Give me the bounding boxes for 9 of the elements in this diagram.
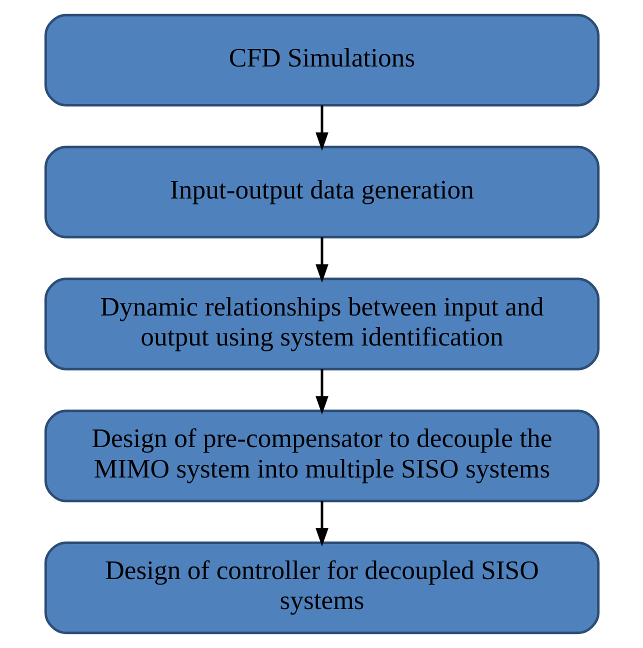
node-box: Dynamic relationships between input and output using system identification xyxy=(44,278,600,370)
arrow xyxy=(315,501,328,546)
node-box: CFD Simulations xyxy=(44,14,600,107)
node-box: Input-output data generation xyxy=(44,146,600,238)
arrow xyxy=(315,105,328,151)
arrow xyxy=(315,237,328,283)
node-box: Design of controller for decoupled SISO systems xyxy=(44,541,600,634)
arrow xyxy=(315,369,328,415)
node-box: Design of pre-compensator to decouple the MIMO system into multiple SISO systems xyxy=(44,410,600,502)
